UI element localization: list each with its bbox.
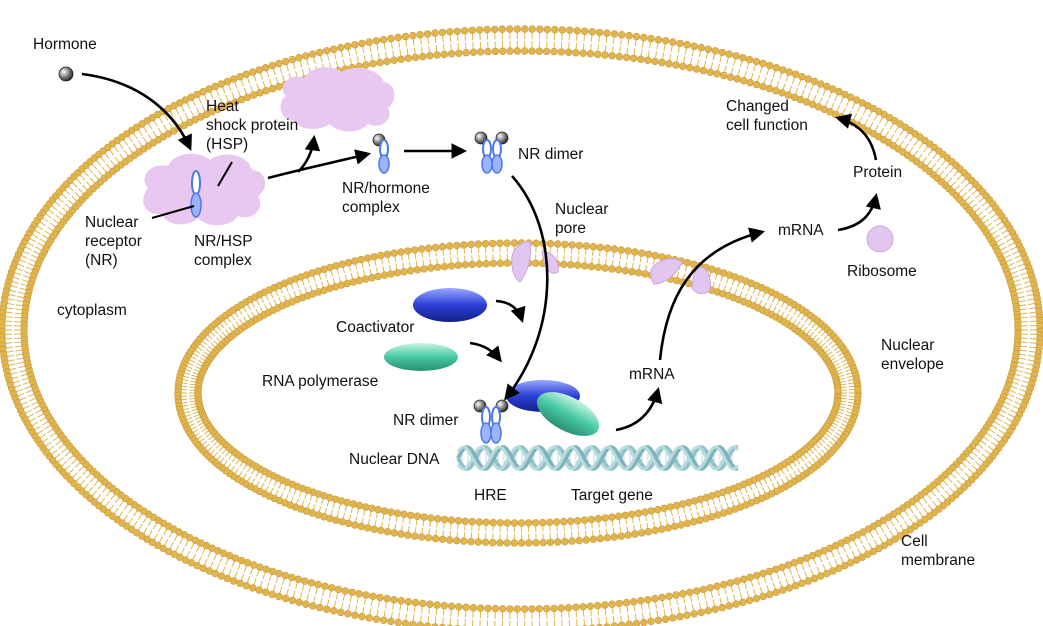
label-target-gene: Target gene bbox=[571, 487, 653, 504]
coactivator-free bbox=[413, 288, 487, 322]
label-nr-hsp-complex: NR/HSP complex bbox=[194, 233, 253, 269]
label-nuclear-pore: Nuclear pore bbox=[555, 201, 609, 237]
label-heat-shock-protein: Heat shock protein (HSP) bbox=[206, 98, 299, 153]
label-protein: Protein bbox=[853, 164, 903, 181]
hormone-molecule bbox=[58, 66, 74, 82]
hsp-cloud-complex bbox=[143, 153, 266, 226]
label-changed-cell-function: Changed cell function bbox=[726, 98, 808, 134]
nr-dimer-on-dna bbox=[473, 399, 509, 444]
label-mrna-nucleus: mRNA bbox=[629, 366, 675, 383]
nr-dimer-cytoplasm bbox=[474, 131, 509, 174]
rna-polymerase-free bbox=[384, 343, 458, 371]
nuclear-dna-helix bbox=[456, 445, 740, 471]
label-nr-dimer-dna: NR dimer bbox=[393, 412, 459, 429]
label-hre: HRE bbox=[474, 487, 507, 504]
label-mrna-cytoplasm: mRNA bbox=[778, 222, 824, 239]
ribosome bbox=[866, 225, 894, 253]
label-nr-hormone-complex: NR/hormone complex bbox=[342, 180, 430, 216]
nr-hormone-complex bbox=[372, 133, 390, 174]
nuclear-envelope bbox=[174, 239, 862, 547]
arrows bbox=[81, 72, 881, 432]
label-nuclear-envelope: Nuclear envelope bbox=[881, 337, 944, 373]
label-cell-membrane: Cell membrane bbox=[901, 533, 976, 569]
cell-membrane bbox=[0, 25, 1043, 626]
label-hormone: Hormone bbox=[33, 36, 97, 53]
label-nr-dimer-cytoplasm: NR dimer bbox=[518, 146, 584, 163]
label-rna-polymerase: RNA polymerase bbox=[262, 373, 379, 390]
nuclear-pore-right bbox=[650, 258, 711, 295]
label-coactivator: Coactivator bbox=[336, 319, 415, 336]
label-nuclear-dna: Nuclear DNA bbox=[349, 451, 440, 468]
rna-polymerase-bound bbox=[536, 392, 600, 436]
pointer-lines bbox=[151, 161, 233, 219]
label-nuclear-receptor: Nuclear receptor (NR) bbox=[85, 214, 142, 269]
nuclear-receptor-in-complex bbox=[190, 170, 202, 218]
label-cytoplasm: cytoplasm bbox=[57, 302, 127, 319]
label-ribosome: Ribosome bbox=[847, 263, 917, 280]
membranes bbox=[0, 25, 1043, 626]
hsp-cloud-free bbox=[280, 67, 395, 132]
